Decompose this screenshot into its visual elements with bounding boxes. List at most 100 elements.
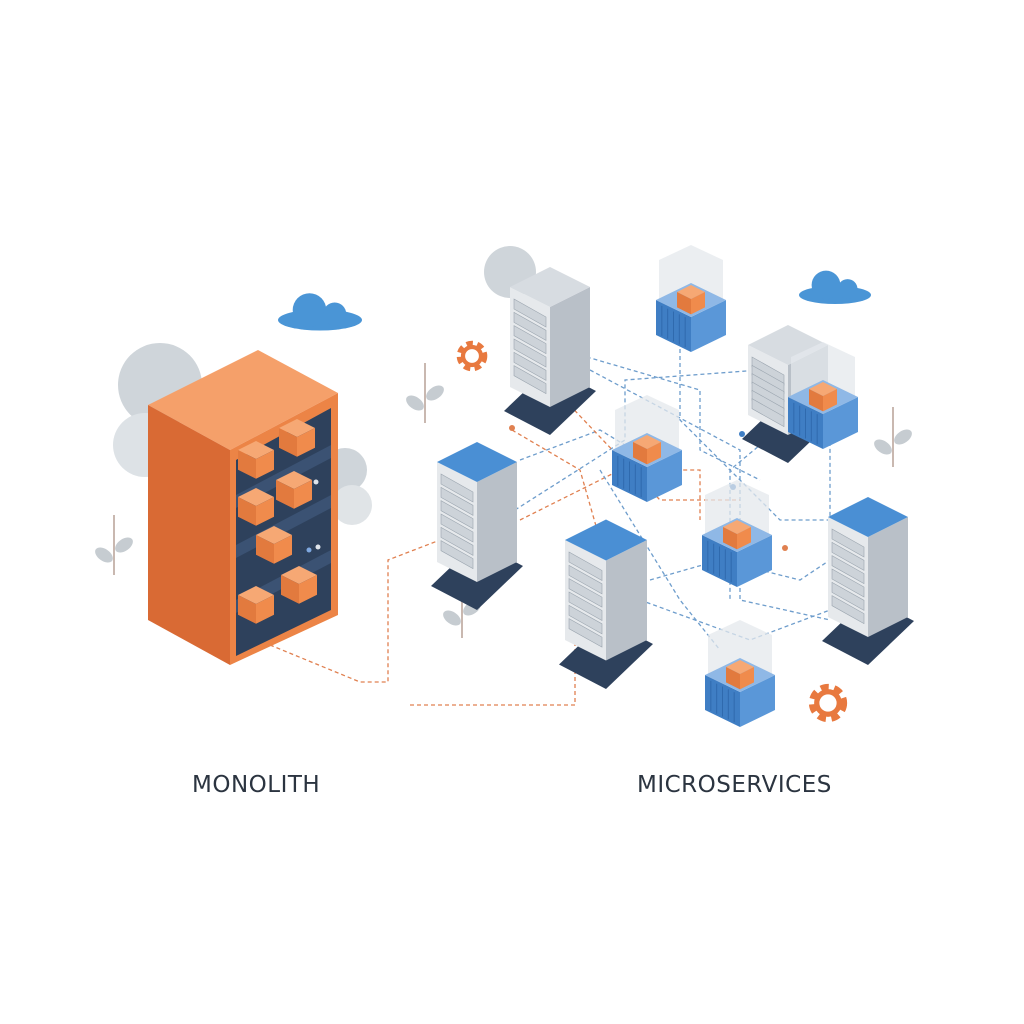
gear-teeth [808, 683, 848, 723]
cube-right [256, 497, 274, 526]
connection-line [511, 429, 601, 541]
cube-left [238, 497, 256, 526]
service-container [612, 395, 682, 502]
rack-unit [751, 398, 785, 428]
server-rack [431, 442, 523, 610]
connection-node [739, 431, 745, 437]
monolith-left [148, 405, 230, 665]
cube-left [809, 389, 823, 412]
connection-node [509, 425, 515, 431]
rack-unit [513, 325, 547, 355]
rack-unit [513, 311, 547, 341]
module-cube-icon [279, 419, 315, 457]
server-rack [559, 519, 653, 689]
cube-right [256, 595, 274, 624]
cube-right [256, 450, 274, 479]
rack-unit [568, 604, 603, 635]
service-container [705, 620, 775, 727]
rack-side [606, 540, 647, 661]
rack-unit [513, 351, 547, 381]
leaf [874, 439, 892, 455]
rack-unit [568, 578, 603, 608]
leaf [894, 429, 912, 445]
tree-blob [332, 485, 372, 525]
cloud-icon [278, 293, 362, 331]
status-led [315, 544, 321, 550]
leaf [406, 395, 424, 411]
module-cube-icon [633, 435, 661, 465]
cube-right [647, 442, 661, 465]
container-side [740, 675, 775, 727]
cube-left [281, 575, 299, 604]
rack-unit [513, 338, 547, 368]
leaf [95, 547, 113, 563]
cloud-puff [837, 279, 858, 299]
connection-line [269, 539, 441, 683]
service-container [656, 245, 726, 352]
gear-ring [460, 344, 484, 368]
rack-unit [831, 541, 865, 571]
gear-teeth [456, 340, 488, 372]
rack-unit [831, 595, 865, 625]
server-rack [822, 497, 914, 665]
module-cube-icon [809, 382, 837, 412]
gear-icon [808, 683, 848, 723]
rack-unit [568, 564, 603, 595]
rack-unit [568, 551, 603, 582]
cloud-puff [323, 302, 347, 326]
rack-top [565, 519, 647, 561]
module-cube-icon [276, 471, 312, 509]
service-container [702, 480, 772, 587]
status-led [313, 479, 319, 485]
plant-icon [874, 407, 912, 467]
rack-unit [568, 618, 603, 648]
status-led [306, 547, 312, 553]
rack-unit [831, 528, 865, 558]
cube-right [297, 428, 315, 457]
gear-ring [814, 689, 842, 717]
rack-unit [568, 591, 603, 622]
connection-node [782, 545, 788, 551]
cube-right [274, 535, 292, 564]
service-container [788, 342, 858, 449]
rack-top [510, 267, 590, 307]
rack-unit [831, 581, 865, 611]
rack-unit [831, 555, 865, 585]
module-cube-icon [726, 660, 754, 690]
rack-top [437, 442, 517, 482]
rack-unit [440, 486, 474, 516]
rack-unit [440, 513, 474, 543]
cube-left [723, 527, 737, 550]
cloud-puff [811, 270, 841, 300]
rack-unit [513, 365, 547, 395]
cube-left [726, 667, 740, 690]
container-side [823, 397, 858, 449]
rack-unit [440, 540, 474, 570]
gear-icon [456, 340, 488, 372]
container-side [737, 535, 772, 587]
cube-right [737, 527, 751, 550]
cube-left [633, 442, 647, 465]
cube-right [740, 667, 754, 690]
container-side [647, 450, 682, 502]
connection-line [579, 354, 761, 481]
connection-line [519, 429, 651, 461]
cube-left [238, 595, 256, 624]
module-cube-icon [238, 488, 274, 526]
leaf [426, 385, 444, 401]
module-cube-icon [723, 520, 751, 550]
connection-line [410, 640, 576, 706]
monolith-label: MONOLITH [192, 772, 321, 798]
rack-side [868, 517, 908, 637]
cube-left [677, 292, 691, 315]
cube-left [256, 535, 274, 564]
container-side [691, 300, 726, 352]
cloud-icon [799, 270, 871, 304]
cube-left [276, 480, 294, 509]
cube-left [279, 428, 297, 457]
cube-right [299, 575, 317, 604]
server-rack [504, 267, 596, 435]
module-cube-icon [238, 586, 274, 624]
rack-unit [831, 568, 865, 598]
